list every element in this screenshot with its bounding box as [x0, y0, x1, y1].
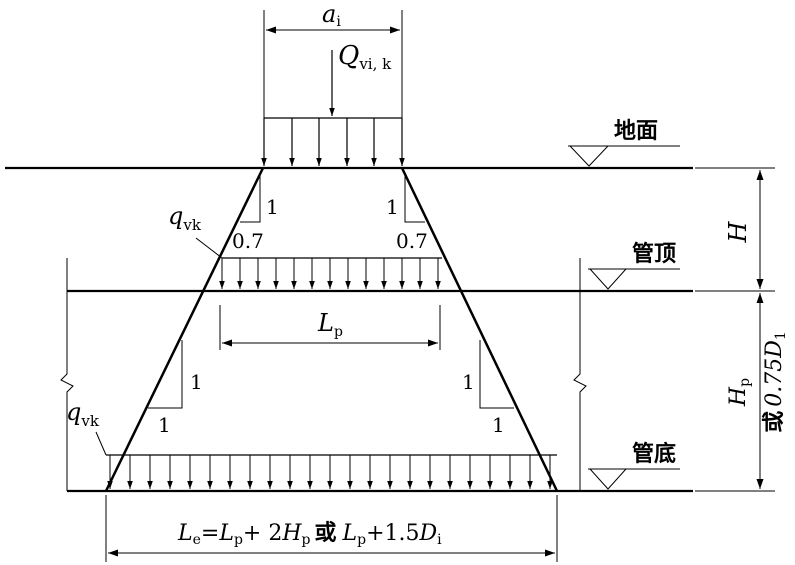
q-bottom-leader	[95, 431, 107, 456]
pipe-top-level-symbol	[588, 268, 680, 290]
slope-h-upper-right: 0.7	[396, 229, 428, 253]
slope-h-upper-left: 0.7	[232, 229, 264, 253]
left-break-line	[60, 258, 74, 491]
load-q-label: Qvi, k	[338, 41, 392, 73]
slope-h-lower-right: 1	[492, 413, 505, 437]
right-break-line	[573, 258, 587, 491]
height-dimension	[695, 167, 775, 492]
slope-v-upper-right: 1	[386, 195, 399, 219]
ground-level-symbol	[568, 145, 680, 167]
pipe-bottom-load	[106, 454, 557, 489]
left-spread-line	[104, 167, 265, 492]
slope-triangle-upper-left	[240, 176, 261, 223]
slope-v-lower-left: 1	[190, 370, 203, 394]
right-spread-line	[400, 167, 559, 492]
slope-triangle-upper-right	[404, 176, 425, 223]
q-top-leader	[195, 237, 223, 259]
slope-triangle-lower-right	[479, 340, 514, 409]
slope-triangle-lower-left	[148, 340, 183, 409]
hp-alt-label: 或0.75D1	[761, 331, 789, 433]
q-top-label: qvk	[168, 202, 202, 234]
slope-v-lower-right: 1	[462, 370, 475, 394]
hp-label: Hp	[726, 378, 753, 407]
pipe-bottom-level-symbol	[588, 468, 680, 490]
width-ai-label: ai	[322, 0, 341, 30]
slope-v-upper-left: 1	[266, 195, 279, 219]
ground-label: 地面	[614, 119, 658, 144]
pipe-top-label: 管顶	[632, 241, 676, 267]
pipe-top-load	[219, 257, 442, 289]
surface-load	[261, 117, 405, 166]
le-dimension	[105, 495, 558, 562]
pipe-bottom-label: 管底	[632, 441, 676, 467]
q-bottom-label: qvk	[66, 398, 100, 430]
lp-label: Lp	[317, 309, 343, 340]
h-label: H	[724, 220, 752, 243]
lp-dimension	[219, 305, 441, 350]
slope-h-lower-left: 1	[158, 413, 171, 437]
width-ai-dimension	[263, 10, 403, 118]
